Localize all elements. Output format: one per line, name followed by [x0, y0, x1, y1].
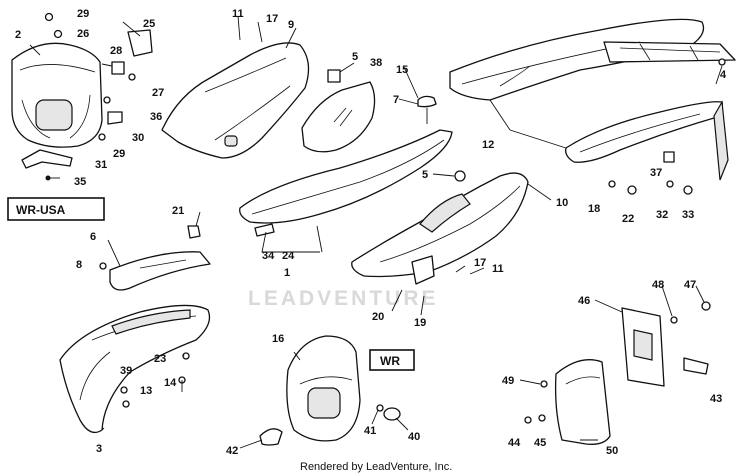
- callout-label: 38: [370, 57, 382, 69]
- callout-label: 35: [74, 176, 86, 188]
- callout-label: 31: [95, 159, 107, 171]
- front-fender-part: [59, 304, 211, 434]
- callout-label: 21: [172, 205, 184, 217]
- callout-label: 14: [164, 377, 177, 389]
- bracket-31-part: [21, 149, 73, 181]
- region-label-text: WR: [380, 354, 400, 368]
- headlight-cowl-part: [286, 335, 361, 442]
- callout-label: 25: [143, 18, 155, 30]
- callout-label: 13: [140, 385, 152, 397]
- leader-lines: [29, 15, 723, 449]
- callout-label: 3: [96, 443, 102, 455]
- callout-label: 50: [606, 445, 618, 457]
- callout-label: 11: [232, 8, 244, 20]
- clip-5-part: [327, 69, 341, 83]
- mud-flap-part: [554, 359, 611, 445]
- callout-label: 9: [288, 19, 294, 31]
- callout-label: 12: [482, 139, 494, 151]
- small-hardware-left: [44, 12, 153, 141]
- callout-label: 34: [262, 250, 275, 262]
- region-label-wr: WR: [369, 349, 415, 371]
- callout-label: 6: [90, 231, 96, 243]
- callout-label: 30: [132, 132, 144, 144]
- callout-label: 17: [474, 257, 486, 269]
- callout-label: 15: [396, 64, 408, 76]
- clip-43-part: [683, 357, 709, 375]
- region-label-text: WR-USA: [16, 203, 66, 217]
- callout-label: 5: [352, 51, 358, 63]
- callout-label: 40: [408, 431, 420, 443]
- bolt-15-part: [417, 95, 437, 124]
- callout-label: 22: [622, 213, 634, 225]
- side-cover-part: [351, 172, 529, 285]
- callout-label: 24: [282, 250, 295, 262]
- callout-label: 28: [110, 45, 122, 57]
- callout-label: 26: [77, 28, 89, 40]
- callout-label: 37: [650, 167, 662, 179]
- rear-fender-lower-part: [565, 100, 729, 181]
- callout-label: 36: [150, 111, 162, 123]
- clip-37-part: [663, 151, 675, 163]
- bolt-8-part: [99, 262, 107, 270]
- callout-label: 46: [578, 295, 590, 307]
- hardware-plate: [524, 301, 711, 424]
- grommet-5b-part: [454, 170, 466, 182]
- callout-label: 1: [284, 267, 290, 279]
- callout-label: 29: [77, 8, 89, 20]
- fender-bracket-part: [109, 251, 211, 291]
- callout-label: 2: [15, 29, 21, 41]
- number-plate-part: [11, 42, 103, 148]
- callout-label: 10: [556, 197, 568, 209]
- callout-label: 4: [720, 69, 727, 81]
- callout-label: 44: [508, 437, 521, 449]
- callout-label: 20: [372, 311, 384, 323]
- plate-bracket-part: [621, 307, 665, 387]
- watermark: LEADVENTURE: [248, 287, 439, 310]
- callout-label: 27: [152, 87, 164, 99]
- callout-label: 49: [502, 375, 514, 387]
- callout-label: 7: [393, 94, 399, 106]
- nut-21-part: [187, 225, 201, 239]
- callout-label: 48: [652, 279, 664, 291]
- callout-label: 41: [364, 425, 376, 437]
- shroud-part: [161, 42, 310, 159]
- rear-fender-upper-part: [449, 18, 736, 101]
- callout-label: 17: [266, 13, 278, 25]
- hardware-wr: [376, 404, 401, 421]
- callout-label: 29: [113, 148, 125, 160]
- seat-part: [239, 129, 453, 237]
- callout-labels: 29 2 26 25 28 27 36 30 29 31 35 11 17 9 …: [15, 8, 727, 457]
- hardware-right: [608, 58, 726, 195]
- footer-credit: Rendered by LeadVenture, Inc.: [300, 461, 452, 473]
- callout-label: 32: [656, 209, 668, 221]
- callout-label: 11: [492, 263, 504, 275]
- callout-label: 42: [226, 445, 238, 457]
- callout-label: 43: [710, 393, 722, 405]
- callout-label: 16: [272, 333, 284, 345]
- callout-label: 39: [120, 365, 132, 377]
- callout-label: 19: [414, 317, 426, 329]
- callout-label: 33: [682, 209, 694, 221]
- callout-label: 47: [684, 279, 696, 291]
- callout-label: 18: [588, 203, 600, 215]
- clamp-42-part: [259, 428, 283, 446]
- callout-label: 23: [154, 353, 166, 365]
- callout-label: 5: [422, 169, 428, 181]
- air-panel-part: [301, 81, 376, 153]
- callout-label: 8: [76, 259, 82, 271]
- region-label-wr-usa: WR-USA: [7, 197, 105, 221]
- callout-label: 45: [534, 437, 546, 449]
